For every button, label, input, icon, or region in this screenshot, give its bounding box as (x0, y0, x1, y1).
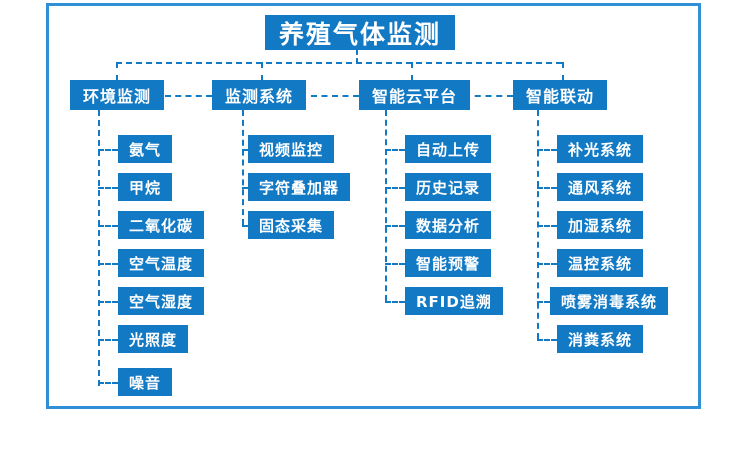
root-node-title[interactable]: 养殖气体监测 (265, 15, 456, 50)
leaf-node-4-6[interactable]: 消粪系统 (557, 325, 644, 353)
leaf-node-1-7[interactable]: 噪音 (118, 368, 173, 396)
leaf-node-1-5[interactable]: 空气湿度 (118, 287, 205, 315)
connector-branch-4-stub-5 (537, 301, 557, 303)
leaf-node-1-6[interactable]: 光照度 (118, 325, 189, 353)
connector-branch-1-stub-3 (98, 225, 118, 227)
connector-branch-4-stub-2 (537, 187, 557, 189)
leaf-node-1-1[interactable]: 氨气 (118, 135, 173, 163)
connector-level2-bus (116, 62, 562, 64)
leaf-node-4-1[interactable]: 补光系统 (557, 135, 644, 163)
connector-branch-1-stub-5 (98, 301, 118, 303)
leaf-node-4-4[interactable]: 温控系统 (557, 249, 644, 277)
connector-branch-1-stub-2 (98, 187, 118, 189)
connector-branch-3-stub-2 (385, 187, 405, 189)
branch-node-4[interactable]: 智能联动 (513, 80, 608, 110)
connector-branch-3-stub-1 (385, 149, 405, 151)
connector-sibling-2-3 (311, 95, 359, 97)
connector-branch-4-stub-4 (537, 263, 557, 265)
connector-branch-3-stub-3 (385, 225, 405, 227)
connector-branch-1-stub-7 (98, 382, 118, 384)
leaf-node-4-3[interactable]: 加湿系统 (557, 211, 644, 239)
connector-bus-drop-3 (411, 62, 413, 81)
connector-branch-1-trunk (98, 110, 100, 386)
leaf-node-3-5[interactable]: RFID追溯 (405, 287, 503, 315)
connector-branch-4-stub-1 (537, 149, 557, 151)
leaf-node-3-4[interactable]: 智能预警 (405, 249, 492, 277)
leaf-node-2-2[interactable]: 字符叠加器 (248, 173, 351, 201)
leaf-node-4-5[interactable]: 喷雾消毒系统 (550, 287, 669, 315)
leaf-node-1-4[interactable]: 空气温度 (118, 249, 205, 277)
branch-node-2[interactable]: 监测系统 (212, 80, 307, 110)
leaf-node-1-3[interactable]: 二氧化碳 (118, 211, 205, 239)
connector-branch-4-stub-6 (537, 339, 557, 341)
branch-node-3[interactable]: 智能云平台 (359, 80, 471, 110)
connector-bus-drop-2 (261, 62, 263, 81)
connector-bus-drop-4 (562, 62, 564, 81)
leaf-node-2-1[interactable]: 视频监控 (248, 135, 335, 163)
connector-branch-1-stub-4 (98, 263, 118, 265)
connector-sibling-1-2 (165, 95, 212, 97)
diagram-frame-border (46, 3, 701, 409)
connector-branch-3-stub-5 (385, 301, 405, 303)
connector-root-stem (356, 50, 358, 63)
leaf-node-3-3[interactable]: 数据分析 (405, 211, 492, 239)
leaf-node-1-2[interactable]: 甲烷 (118, 173, 173, 201)
connector-branch-2-trunk (242, 110, 244, 225)
connector-branch-3-stub-4 (385, 263, 405, 265)
connector-branch-3-trunk (385, 110, 387, 301)
leaf-node-4-2[interactable]: 通风系统 (557, 173, 644, 201)
leaf-node-3-1[interactable]: 自动上传 (405, 135, 492, 163)
connector-branch-1-stub-6 (98, 339, 118, 341)
connector-branch-1-stub-1 (98, 149, 118, 151)
connector-sibling-3-4 (464, 95, 513, 97)
leaf-node-2-3[interactable]: 固态采集 (248, 211, 335, 239)
connector-bus-drop-1 (116, 62, 118, 81)
connector-branch-4-trunk (537, 110, 539, 339)
connector-branch-4-stub-3 (537, 225, 557, 227)
leaf-node-3-2[interactable]: 历史记录 (405, 173, 492, 201)
branch-node-1[interactable]: 环境监测 (70, 80, 165, 110)
